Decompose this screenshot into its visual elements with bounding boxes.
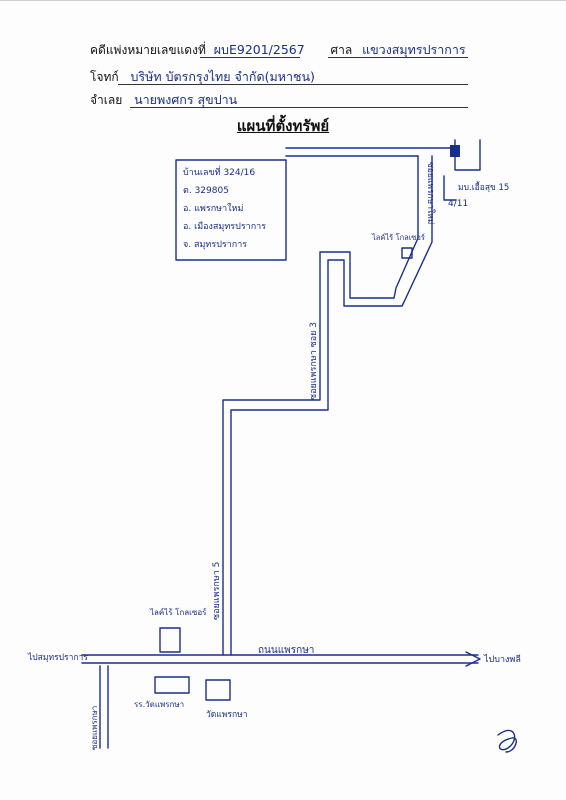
property-line-1: บ้านเลขที่ 324/16 [183,165,255,178]
main-road-label: ถนนแพรกษา [258,645,314,656]
soi-top-label: ซอยแพรกษาใหม่ [425,162,436,224]
signature [497,729,517,753]
map-title: แผนที่ตั้งทรัพย์ [236,117,330,135]
school-box [154,676,190,694]
soi-upper-label: ซอยแพรกษา ซอย 3 [309,322,319,400]
right-destination-label: ไปบางพลี [483,654,521,665]
case-label: คดีแพ่งหมายเลขแดงที่ [90,43,206,57]
case-number: ผบE9201/2567 [213,42,305,57]
school-label: รร.วัดแพรกษา [134,700,184,709]
shop-near-property [401,247,413,259]
property-line-2: ต. 329805 [183,186,229,196]
defendant-underline [130,107,468,108]
defendant-label: จำเลย [90,93,123,107]
soi-lower-label: ซอยแพรกษา 5 [212,562,222,620]
shop-top-box [159,627,181,653]
property-line-3: อ. แพรกษาใหม่ [183,203,243,214]
mooban-label: มบ.เอื้อสุข 15 [458,181,509,193]
property-line-5: จ. สมุทรปราการ [183,240,247,250]
soi-outer-line [230,155,433,656]
house-marker-icon [450,145,460,157]
plaintiff-underline [118,84,468,85]
shop-top-label: ไลค์ไร้ โกลเซอร์ [149,607,207,617]
plaintiff-line: โจทก์ บริษัท บัตรกรุงไทย จำกัด(มหาชน) [90,67,315,87]
temple-box [205,679,231,701]
plaintiff-label: โจทก์ [90,70,119,84]
soi-inner-line [222,155,419,656]
court-label: ศาล [330,43,353,57]
court-name: แขวงสมุทรปราการ [362,42,466,57]
defendant-name: นายพงศกร สุขปาน [134,92,238,107]
left-destination-label: ไปสมุทรปราการ [27,652,88,663]
case-number-underline [200,57,300,58]
temple-label: วัดแพรกษา [206,710,247,720]
house-number-label: 4/11 [448,199,468,209]
road-arrow-right [465,651,481,667]
property-info-box [175,159,287,261]
property-line-4: อ. เมืองสมุทรปราการ [183,221,266,232]
shop-near-label: ไลค์ไร้ โกลเซอร์ [371,233,425,242]
page-top-edge [0,0,566,1]
house-411-marker [443,175,457,201]
defendant-line: จำเลย นายพงศกร สุขปาน [90,90,237,110]
case-line: คดีแพ่งหมายเลขแดงที่ ผบE9201/2567 ศาล แข… [90,40,466,60]
plaintiff-name: บริษัท บัตรกรุงไทย จำกัด(มหาชน) [130,69,315,84]
court-name-underline [328,57,468,58]
left-soi-label: ซอยแพรกษา [90,706,99,750]
